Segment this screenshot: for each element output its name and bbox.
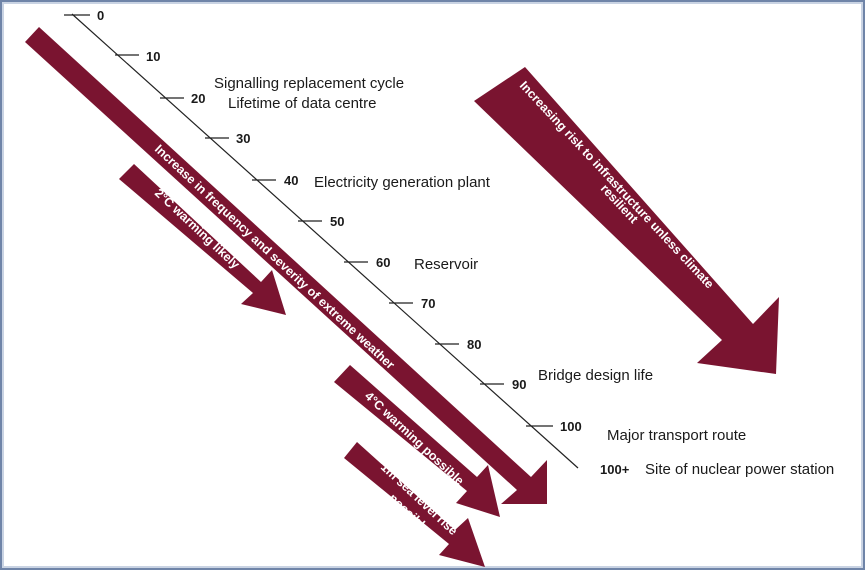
asset-data-centre: Lifetime of data centre [228, 95, 376, 112]
tick-label-100: 100 [560, 419, 582, 434]
warming-2c-label: 2°C warming likely [152, 186, 242, 272]
asset-bridge-design-life: Bridge design life [538, 367, 653, 384]
risk-arrow-shape [474, 67, 779, 374]
tick-label-60: 60 [376, 255, 390, 270]
asset-signalling-replacement: Signalling replacement cycle [214, 75, 404, 92]
timeline-axis [64, 13, 579, 469]
timeline-main-line [71, 13, 579, 469]
risk-arrow: Increasing risk to infrastructure unless… [474, 67, 779, 374]
tick-label-50: 50 [330, 214, 344, 229]
warming-2c-arrow-shape [119, 164, 286, 315]
tick-label-40: 40 [284, 173, 298, 188]
asset-electricity-plant: Electricity generation plant [314, 174, 491, 191]
asset-major-transport-route: Major transport route [607, 427, 746, 444]
asset-nuclear-power-station: Site of nuclear power station [645, 461, 834, 478]
tick-label-90: 90 [512, 377, 526, 392]
sea-level-arrow-shape [344, 442, 485, 567]
tick-label-80: 80 [467, 337, 481, 352]
risk-label-line1: Increasing risk to infrastructure unless… [517, 78, 717, 291]
tick-label-0: 0 [97, 8, 104, 23]
asset-reservoir: Reservoir [414, 256, 478, 273]
tick-label-20: 20 [191, 91, 205, 106]
tick-label-30: 30 [236, 131, 250, 146]
tick-label-100-plus: 100+ [600, 462, 630, 477]
tick-label-10: 10 [146, 49, 160, 64]
extreme-weather-arrow-shape [25, 27, 547, 504]
warming-4c-arrow-shape [334, 365, 500, 517]
tick-label-70: 70 [421, 296, 435, 311]
